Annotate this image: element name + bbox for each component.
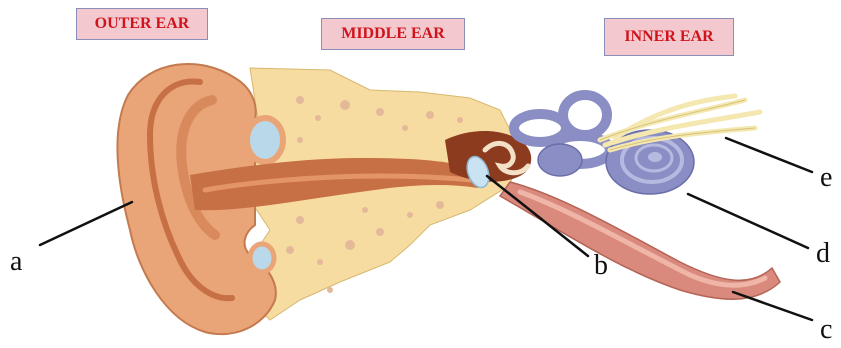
leader-line-a — [40, 202, 132, 245]
label-e: e — [820, 164, 832, 192]
label-d: d — [816, 240, 830, 268]
label-c: c — [820, 316, 832, 344]
leader-line-d — [688, 194, 808, 248]
upper-cartilage — [247, 118, 283, 162]
label-b: b — [594, 252, 608, 280]
label-a: a — [10, 248, 22, 276]
lower-cartilage — [250, 244, 274, 272]
leader-line-c — [733, 292, 812, 320]
vestibule — [538, 144, 582, 176]
middle-ear-heading: MIDDLE EAR — [321, 18, 465, 50]
inner-ear-heading: INNER EAR — [604, 18, 734, 56]
outer-ear-heading: OUTER EAR — [76, 8, 208, 40]
leader-line-e — [726, 138, 812, 172]
